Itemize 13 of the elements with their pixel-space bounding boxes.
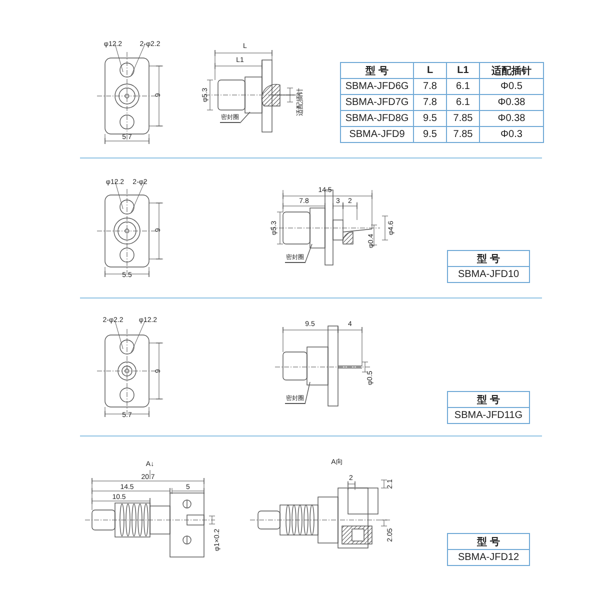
table-cell: SBMA-JFD11G	[447, 407, 530, 424]
table-header-cell: 型 号	[340, 62, 414, 79]
leader-line	[240, 112, 250, 124]
table-header-cell: 适配插针	[479, 62, 544, 79]
table-header-cell: 型 号	[447, 250, 530, 267]
table-cell: SBMA-JFD12	[447, 549, 530, 566]
table-cell: Φ0.3	[479, 126, 544, 143]
table-cell: SBMA-JFD10	[447, 266, 530, 283]
table-cell: SBMA-JFD9	[340, 126, 414, 143]
leader-line	[304, 244, 312, 264]
leader-line	[304, 382, 310, 404]
table-header-cell: 型 号	[447, 391, 530, 408]
table-header-cell: 型 号	[447, 533, 530, 550]
